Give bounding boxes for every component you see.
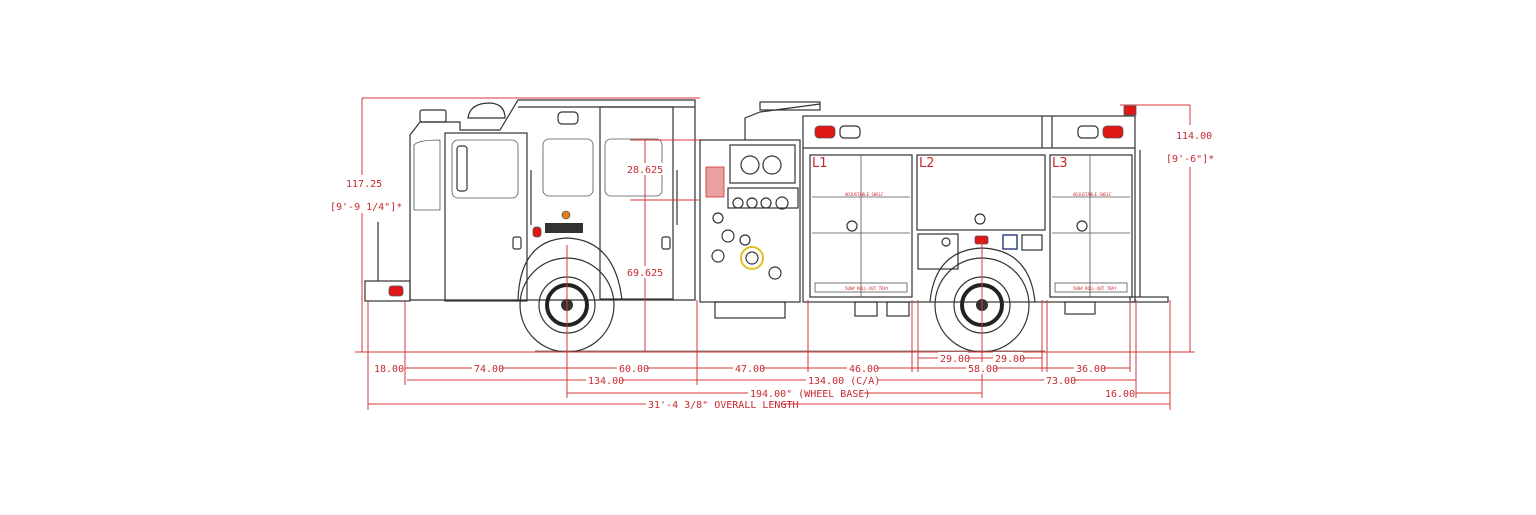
cab-rear-door[interactable]	[599, 106, 674, 300]
body-light-front-red	[814, 125, 836, 139]
deck-gun	[744, 103, 821, 140]
body: L1 ADJUSTABLE SHELF 500# ROLL-OUT TRAY L…	[802, 105, 1169, 317]
shelf-label: ADJUSTABLE SHELF	[1073, 192, 1112, 197]
cab-height-imperial-label: [9'-9 1/4"]*	[330, 202, 402, 213]
cab-length-label: 134.00	[588, 376, 624, 387]
pump-panel	[699, 101, 821, 319]
roof-beacon	[467, 102, 506, 119]
l3-length-label: 36.00	[1076, 364, 1106, 375]
tray-label: 500# ROLL-OUT TRAY	[845, 286, 889, 291]
body-height-imperial-label: [9'-6"]*	[1166, 154, 1214, 165]
axle-to-cab-label: 60.00	[619, 364, 649, 375]
overall-length-label: 31'-4 3/8" OVERALL LENGTH	[648, 400, 799, 411]
front-marker-light	[388, 285, 404, 297]
wheel-half-rear-label: 29.00	[995, 354, 1025, 365]
rear-beacon	[1123, 105, 1137, 116]
l1-length-label: 46.00	[849, 364, 879, 375]
body-light-rear-red	[1102, 125, 1124, 139]
body-height-label: 114.00	[1176, 131, 1212, 142]
tray-label: 500# ROLL-OUT TRAY	[1073, 286, 1117, 291]
cab-to-axle-label: 134.00 (C/A)	[808, 376, 880, 387]
compartment-l3[interactable]	[1049, 154, 1133, 298]
compartment-label: L3	[1052, 156, 1068, 171]
wheel-half-front-label: 29.00	[940, 354, 970, 365]
front-bumper	[364, 280, 411, 302]
rear-overhang-label: 73.00	[1046, 376, 1076, 387]
pump-panel-label: 47.00	[735, 364, 765, 375]
compartment-l2[interactable]	[916, 154, 1046, 231]
cab-vent	[545, 223, 583, 233]
cab-front-window	[451, 139, 519, 199]
dimension-labels: 117.25 [9'-9 1/4"]* 114.00 [9'-6"]* 28.6…	[330, 125, 1215, 411]
front-overhang-label: 18.00	[374, 364, 404, 375]
cab-height-label: 117.25	[346, 179, 382, 190]
l2-length-label: 58.00	[968, 364, 998, 375]
shelf-label: ADJUSTABLE SHELF	[845, 192, 884, 197]
tailboard	[1129, 296, 1169, 303]
tailboard-label: 16.00	[1105, 389, 1135, 400]
floor-to-window-label: 69.625	[627, 268, 663, 279]
window-height-label: 28.625	[627, 165, 663, 176]
windshield	[413, 139, 441, 211]
cab-mid-window	[542, 138, 594, 197]
light-bar	[419, 109, 447, 123]
side-mirror	[456, 145, 468, 192]
compartment-label: L1	[812, 156, 828, 171]
compartment-label: L2	[919, 156, 935, 171]
wheel-base-label: 194.00" (WHEEL BASE)	[750, 389, 870, 400]
bumper-to-axle-label: 74.00	[474, 364, 504, 375]
cab-front-door[interactable]	[444, 132, 528, 302]
